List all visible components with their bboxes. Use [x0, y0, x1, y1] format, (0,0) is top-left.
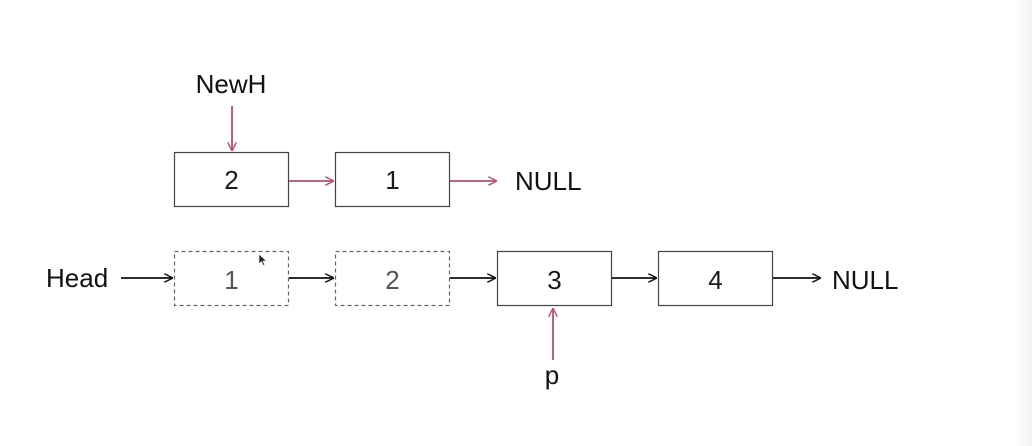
old-list-node-1-ghost: 1 — [173, 250, 290, 307]
node-value: 2 — [224, 165, 238, 195]
new-list-node-1: 2 — [173, 151, 290, 208]
old-list-node-3: 3 — [496, 250, 613, 307]
node-value: 3 — [547, 265, 561, 295]
node-box — [173, 151, 290, 208]
old-list-null-label: NULL — [832, 265, 898, 295]
window-edge-shadow — [1014, 0, 1032, 446]
node-box — [657, 250, 774, 307]
node-value: 1 — [224, 265, 238, 295]
newh-pointer-label: NewH — [196, 69, 267, 99]
new-list-node-2: 1 — [334, 151, 451, 208]
node-box — [334, 151, 451, 208]
mouse-pointer-icon — [258, 253, 268, 266]
node-box — [496, 250, 613, 307]
head-label: Head — [46, 263, 108, 293]
node-box — [334, 250, 451, 307]
p-pointer-label: p — [545, 360, 559, 390]
old-list-node-4: 4 — [657, 250, 774, 307]
node-box — [173, 250, 290, 307]
node-value: 4 — [708, 265, 722, 295]
node-value: 2 — [385, 265, 399, 295]
old-list-node-2-ghost: 2 — [334, 250, 451, 307]
node-value: 1 — [385, 165, 399, 195]
new-list-null-label: NULL — [515, 166, 581, 196]
